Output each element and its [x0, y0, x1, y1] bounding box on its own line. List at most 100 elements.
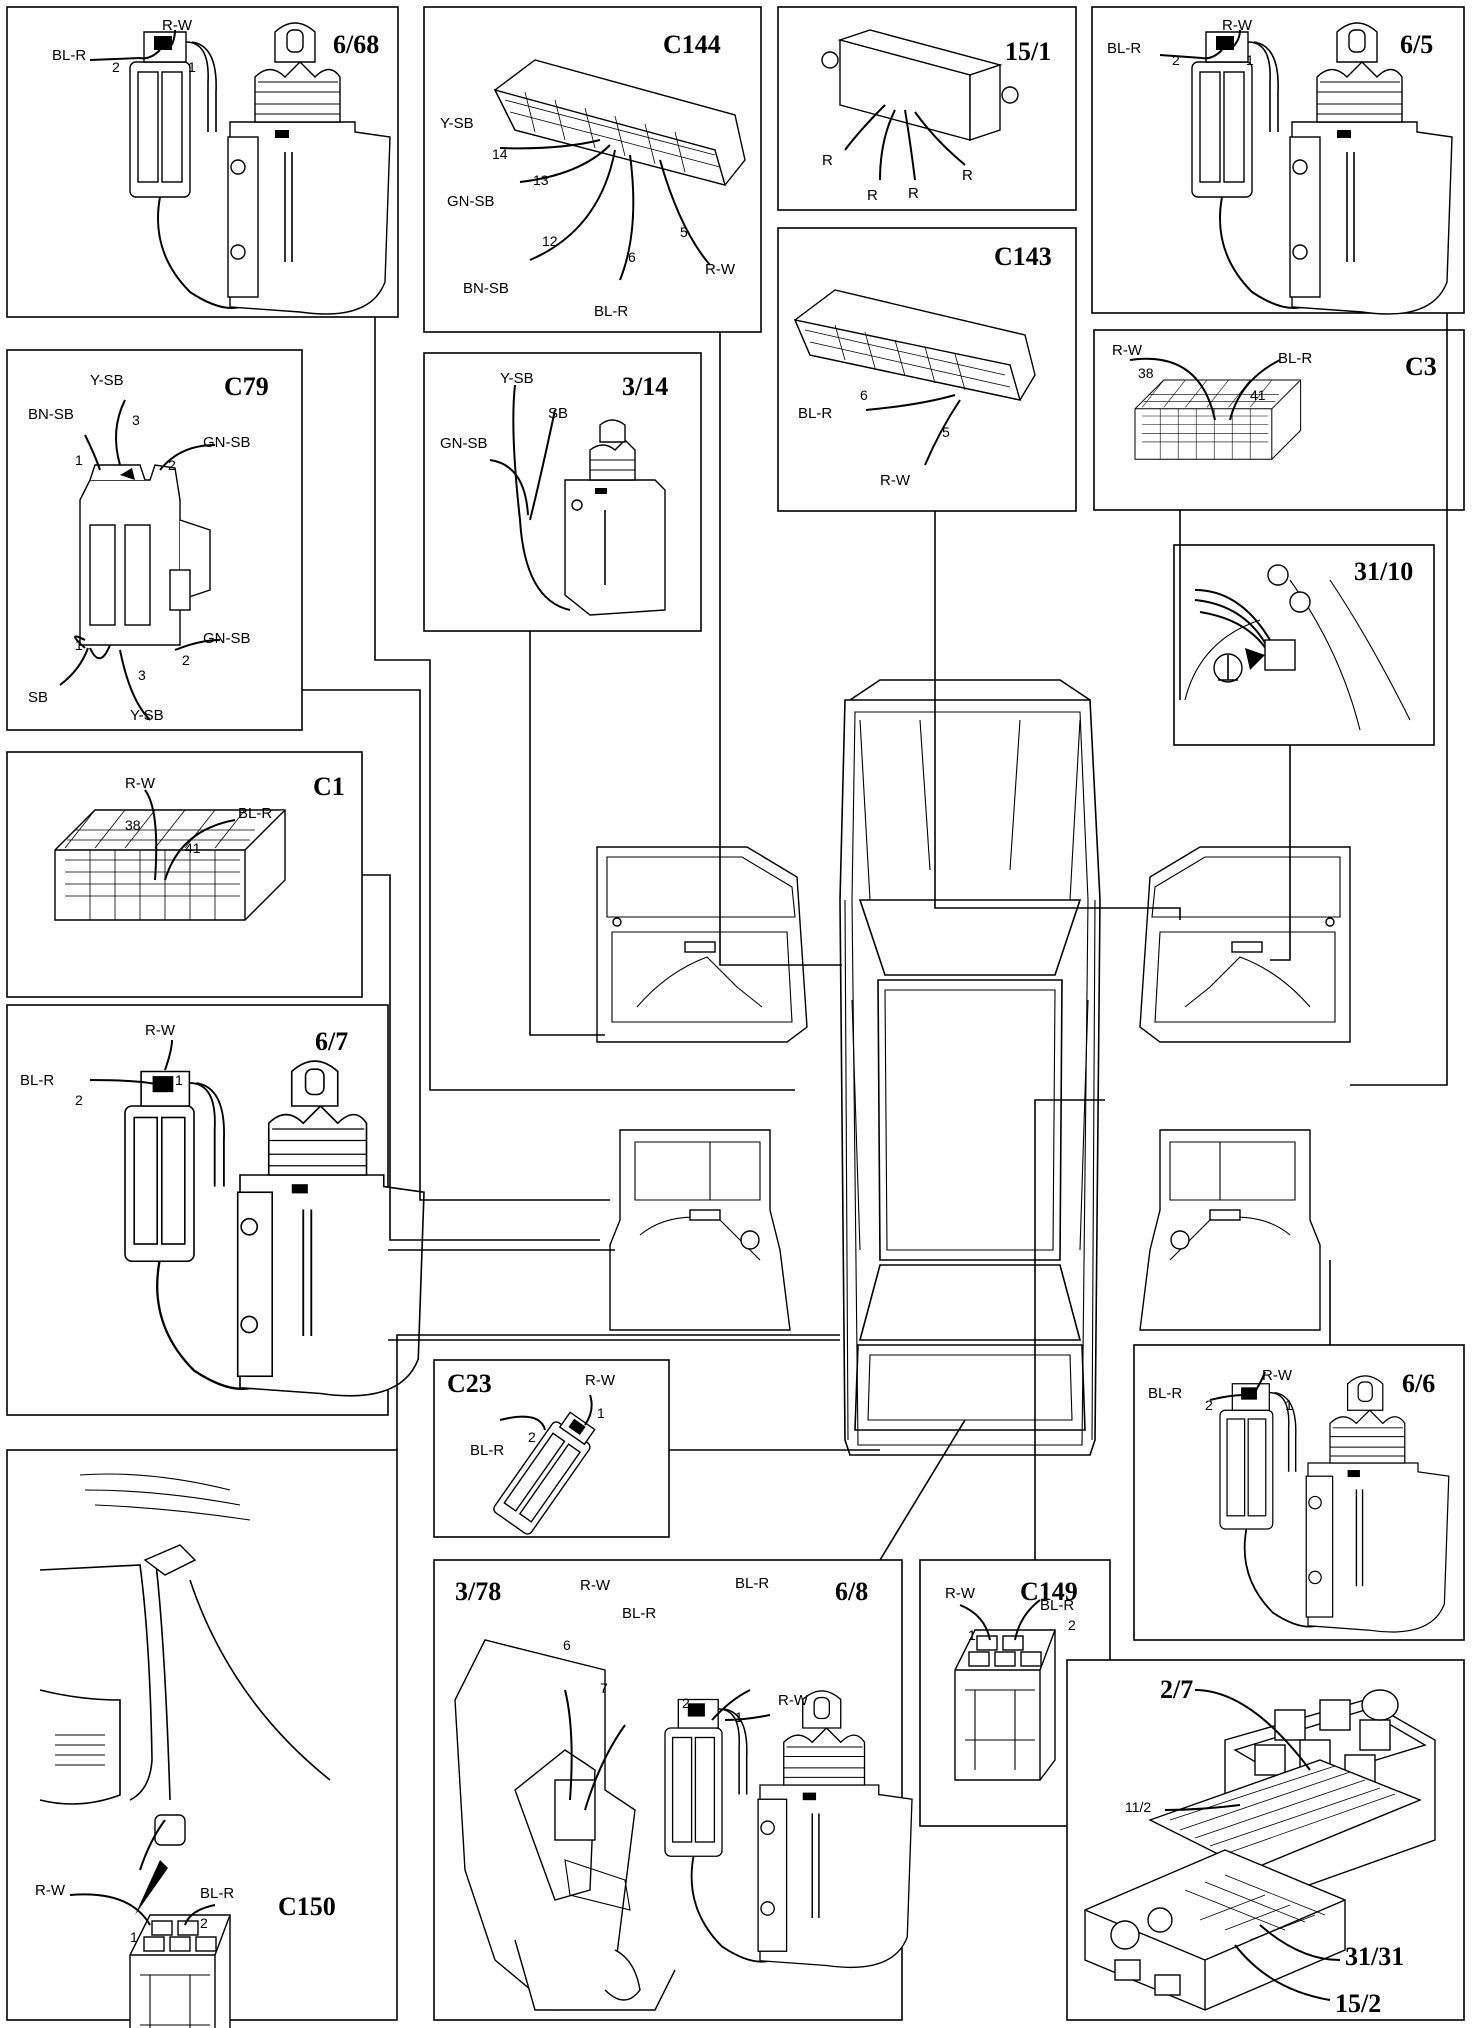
- pin-label: 14: [492, 146, 508, 162]
- panel-c1: C1 R-W BL-R 38 41: [6, 751, 363, 998]
- pin-label: 1: [130, 1929, 138, 1945]
- panel-title: 6/7: [315, 1027, 348, 1056]
- pin-label: 2: [182, 652, 190, 668]
- pin-label: 1: [188, 59, 196, 75]
- panel-c144: C144 Y-SB GN-SB BN-SB BL-R R-W 14 13 12 …: [423, 6, 762, 333]
- wire-label: R-W: [1112, 342, 1143, 359]
- wire-label: R-W: [778, 1692, 809, 1709]
- wire-label: SB: [28, 689, 48, 706]
- wire-label: Y-SB: [440, 115, 474, 132]
- front-left-door: [596, 846, 808, 1043]
- pin-label: 2: [1205, 1397, 1213, 1413]
- pin-label: 38: [125, 817, 141, 833]
- wire-label: Y-SB: [130, 707, 164, 724]
- panel-title: 6/5: [1400, 30, 1433, 59]
- wire-label: BL-R: [1040, 1597, 1074, 1614]
- component-label: 15/2: [1335, 1989, 1381, 2018]
- pin-label: 2: [200, 1915, 208, 1931]
- wire-label: R-W: [705, 261, 736, 278]
- wire-label: Y-SB: [500, 370, 534, 387]
- panel-title: 3/14: [622, 372, 668, 401]
- pin-label: 6: [628, 249, 636, 265]
- wire-label: GN-SB: [203, 630, 251, 647]
- leader-lines: [302, 313, 1448, 1561]
- wire-label: GN-SB: [447, 193, 495, 210]
- panel-c23: C23 BL-R R-W 2 1: [433, 1359, 670, 1538]
- pin-label: 2: [1068, 1617, 1076, 1633]
- panel-title: C23: [447, 1369, 492, 1398]
- panel-title: 3/78: [455, 1577, 501, 1606]
- wire-label: BL-R: [470, 1442, 504, 1459]
- panel-title: 6/68: [333, 30, 379, 59]
- pin-label: 1: [175, 1072, 183, 1088]
- front-right-door: [1139, 846, 1351, 1043]
- panel-title: C150: [278, 1892, 336, 1921]
- pin-label: 1: [75, 637, 83, 653]
- wire-label: R: [822, 152, 833, 169]
- component-label: 31/31: [1345, 1942, 1404, 1971]
- panel-title: 31/10: [1354, 557, 1413, 586]
- wire-label: BL-R: [735, 1575, 769, 1592]
- panel-title: 6/8: [835, 1577, 868, 1606]
- panel-3-14: 3/14 Y-SB SB GN-SB: [423, 352, 702, 632]
- panel-15-1: 15/1 R R R R: [777, 6, 1077, 211]
- panel-3-78-6-8: 3/78 6/8 R-W BL-R 6 7 BL-R R-W 2 1: [433, 1559, 913, 2021]
- panel-title: 15/1: [1005, 37, 1051, 66]
- wire-label: R-W: [145, 1022, 176, 1039]
- wire-label: BL-R: [52, 47, 86, 64]
- rear-left-door: [609, 1129, 791, 1331]
- pin-label: 38: [1138, 365, 1154, 381]
- wire-label: Y-SB: [90, 372, 124, 389]
- rear-right-door: [1139, 1129, 1321, 1331]
- pin-label: 1: [968, 1627, 976, 1643]
- panel-6-7: 6/7 BL-R R-W 2 1: [6, 1004, 426, 1416]
- pin-label: 1: [1285, 1397, 1293, 1413]
- panel-c79: C79 Y-SB BN-SB GN-SB 3 1 2 SB Y-SB GN-SB…: [6, 349, 303, 731]
- wire-label: R-W: [125, 775, 156, 792]
- wire-label: BL-R: [1278, 350, 1312, 367]
- pin-label: 5: [680, 224, 688, 240]
- pin-label: 1: [735, 1709, 743, 1725]
- panel-title: C143: [994, 242, 1052, 271]
- pin-label: 2: [682, 1695, 690, 1711]
- panel-title: C144: [663, 30, 721, 59]
- pin-label: 1: [75, 452, 83, 468]
- wire-label: R-W: [580, 1577, 611, 1594]
- wire-label: R-W: [880, 472, 911, 489]
- panel-c150: C150 R-W BL-R 1 2: [6, 1449, 398, 2028]
- pin-label: 1: [1246, 52, 1254, 68]
- panel-c143: C143 BL-R R-W 6 5: [777, 227, 1077, 512]
- panel-31-10: 31/10: [1173, 544, 1435, 746]
- pin-label: 6: [860, 387, 868, 403]
- wire-label: BL-R: [622, 1605, 656, 1622]
- wire-label: BN-SB: [463, 280, 509, 297]
- wire-label: R: [867, 187, 878, 204]
- wire-label: R-W: [585, 1372, 616, 1389]
- wire-label: GN-SB: [203, 434, 251, 451]
- pin-label: 1: [597, 1405, 605, 1421]
- pin-label: 41: [1250, 387, 1266, 403]
- pin-label: 2: [75, 1092, 83, 1108]
- panel-title: C1: [313, 772, 345, 801]
- wire-label: BL-R: [594, 303, 628, 320]
- panel-title: 2/7: [1160, 1675, 1193, 1704]
- pin-label: 2: [1172, 52, 1180, 68]
- wire-label: R-W: [35, 1882, 66, 1899]
- panel-title: C3: [1405, 352, 1437, 381]
- wire-label: BL-R: [1148, 1385, 1182, 1402]
- wire-label: SB: [548, 405, 568, 422]
- panel-title: 6/6: [1402, 1369, 1435, 1398]
- panel-6-5: 6/5 BL-R R-W 2 1: [1091, 6, 1465, 315]
- pin-label: 6: [563, 1637, 571, 1653]
- pin-label: 5: [942, 424, 950, 440]
- pin-label: 2: [168, 457, 176, 473]
- wire-label: GN-SB: [440, 435, 488, 452]
- wire-label: BL-R: [200, 1885, 234, 1902]
- wire-label: R-W: [1222, 17, 1253, 34]
- panel-title: C79: [224, 372, 269, 401]
- panel-title: C149: [1020, 1577, 1078, 1606]
- pin-label: 3: [138, 667, 146, 683]
- wire-label: R: [908, 185, 919, 202]
- wire-label: BN-SB: [28, 406, 74, 423]
